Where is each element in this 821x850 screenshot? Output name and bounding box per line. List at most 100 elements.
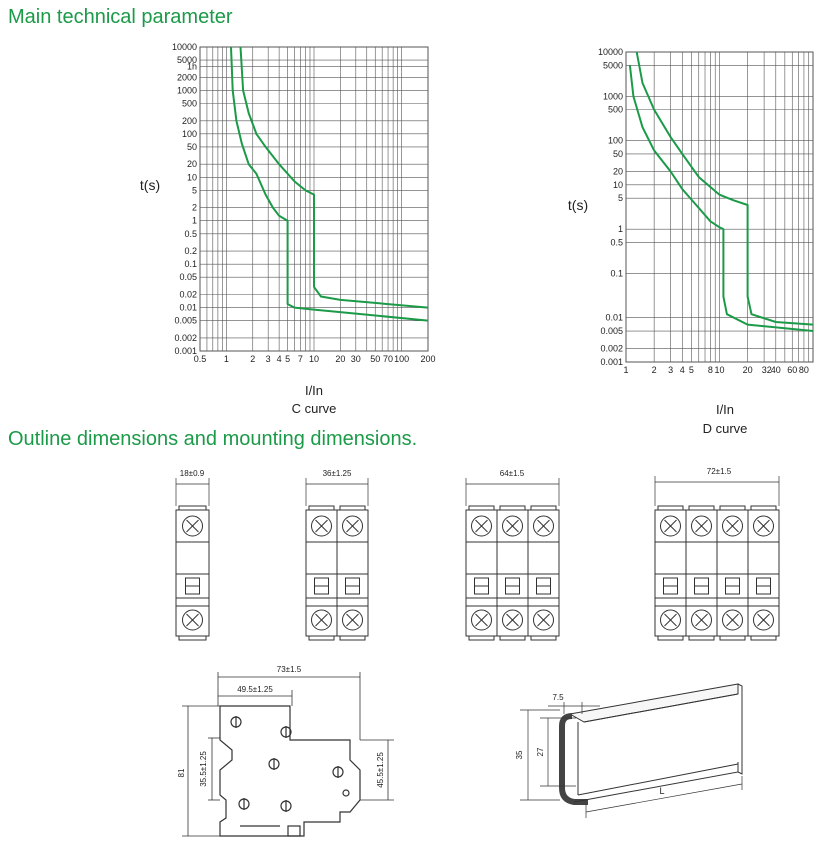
x-tick-label: 70 (383, 354, 393, 364)
y-axis-label: t(s) (140, 177, 160, 193)
x-tick-label: 4 (277, 354, 282, 364)
y-tick-label: 0.5 (610, 237, 623, 247)
rail-top-label: 7.5 (552, 693, 564, 702)
pole4-width-label: 72±1.5 (707, 467, 732, 476)
y-tick-label: 0.05 (179, 272, 197, 282)
y-tick-label: 2000 (177, 72, 197, 82)
y-tick-label: 200 (182, 116, 197, 126)
breaker-3-pole (465, 478, 560, 641)
y-tick-label: 500 (608, 105, 623, 115)
y-tick-label: 0.02 (179, 289, 197, 299)
side-width-label: 73±1.5 (277, 665, 302, 674)
breaker-1-pole (175, 478, 210, 641)
y-tick-label: 1 (192, 216, 197, 226)
y-tick-label: 10000 (598, 47, 623, 57)
x-tick-label: 0.5 (194, 354, 207, 364)
y-tick-label: 0.001 (600, 357, 623, 367)
trip-curve-series-2 (635, 51, 814, 326)
x-tick-label: 50 (370, 354, 380, 364)
side-left-label: 35.5±1.25 (199, 751, 208, 787)
y-tick-label: 0.2 (184, 246, 197, 256)
din-rail-drawing (520, 683, 743, 818)
y-tick-label: 5 (192, 185, 197, 195)
y-tick-label: 50 (187, 142, 197, 152)
breaker-4-pole (654, 476, 780, 641)
side-height-label: 81 (177, 768, 186, 777)
y-tick-label: 1h (187, 61, 197, 71)
y-tick-label: 1000 (177, 85, 197, 95)
x-tick-label: 10 (309, 354, 319, 364)
trip-curve-series-1 (230, 46, 429, 322)
trip-curve-series-1 (628, 65, 814, 332)
y-tick-label: 10000 (172, 42, 197, 52)
chart-caption: D curve (703, 421, 748, 436)
y-tick-label: 100 (608, 136, 623, 146)
x-tick-label: 100 (394, 354, 409, 364)
y-tick-label: 2 (192, 203, 197, 213)
x-tick-label: 4 (680, 365, 685, 375)
y-tick-label: 0.1 (610, 268, 623, 278)
breaker-side-view (182, 672, 394, 837)
y-tick-label: 1000 (603, 91, 623, 101)
y-tick-label: 20 (187, 159, 197, 169)
x-tick-label: 1 (623, 365, 628, 375)
breaker-front-views (175, 476, 780, 641)
breaker-2-pole (305, 478, 369, 641)
side-inner-label: 49.5±1.25 (237, 685, 273, 694)
y-tick-label: 10 (187, 172, 197, 182)
y-tick-label: 1 (618, 224, 623, 234)
x-tick-label: 60 (787, 365, 797, 375)
trip-curve-series-2 (239, 46, 429, 309)
x-tick-label: 20 (335, 354, 345, 364)
y-tick-label: 0.01 (605, 313, 623, 323)
x-tick-label: 2 (652, 365, 657, 375)
y-tick-label: 0.005 (174, 316, 197, 326)
x-tick-label: 7 (298, 354, 303, 364)
rail-length-label: L (659, 786, 664, 796)
rail-height-label: 35 (515, 750, 524, 759)
side-right-label: 45.5±1.25 (376, 752, 385, 788)
y-tick-label: 50 (613, 149, 623, 159)
y-tick-label: 5000 (603, 60, 623, 70)
x-tick-label: 1 (224, 354, 229, 364)
outline-dimensions-heading: Outline dimensions and mounting dimensio… (8, 428, 418, 450)
x-tick-label: 3 (668, 365, 673, 375)
y-tick-label: 0.001 (174, 346, 197, 356)
y-tick-label: 100 (182, 129, 197, 139)
y-tick-label: 5 (618, 193, 623, 203)
rail-inner-label: 27 (536, 747, 545, 756)
x-axis-label: I/In (305, 383, 323, 398)
x-tick-label: 5 (689, 365, 694, 375)
x-tick-label: 80 (799, 365, 809, 375)
x-tick-label: 20 (743, 365, 753, 375)
main-technical-heading: Main technical parameter (8, 6, 233, 28)
y-tick-label: 0.5 (184, 229, 197, 239)
y-tick-label: 0.01 (179, 303, 197, 313)
y-tick-label: 500 (182, 99, 197, 109)
x-tick-label: 40 (771, 365, 781, 375)
y-tick-label: 0.002 (600, 344, 623, 354)
y-tick-label: 0.005 (600, 326, 623, 336)
x-tick-label: 2 (250, 354, 255, 364)
y-axis-label: t(s) (568, 197, 588, 213)
x-tick-label: 5 (285, 354, 290, 364)
y-tick-label: 0.002 (174, 333, 197, 343)
pole2-width-label: 36±1.25 (323, 469, 352, 478)
x-tick-label: 3 (266, 354, 271, 364)
x-tick-label: 30 (351, 354, 361, 364)
y-tick-label: 5000 (177, 55, 197, 65)
chart-caption: C curve (292, 401, 337, 416)
pole1-width-label: 18±0.9 (180, 469, 205, 478)
x-tick-label: 8 (708, 365, 713, 375)
x-tick-label: 32 (762, 365, 772, 375)
pole3-width-label: 64±1.5 (500, 469, 525, 478)
x-tick-label: 200 (420, 354, 435, 364)
y-tick-label: 10 (613, 180, 623, 190)
y-tick-label: 0.1 (184, 259, 197, 269)
d-curve-chart: 10000 5000 1000 500 100 50 20 10 5 1 0.5 0.1 0.01 0.0… (568, 47, 814, 436)
x-axis-label: I/In (716, 402, 734, 417)
y-tick-label: 20 (613, 167, 623, 177)
x-tick-label: 10 (714, 365, 724, 375)
